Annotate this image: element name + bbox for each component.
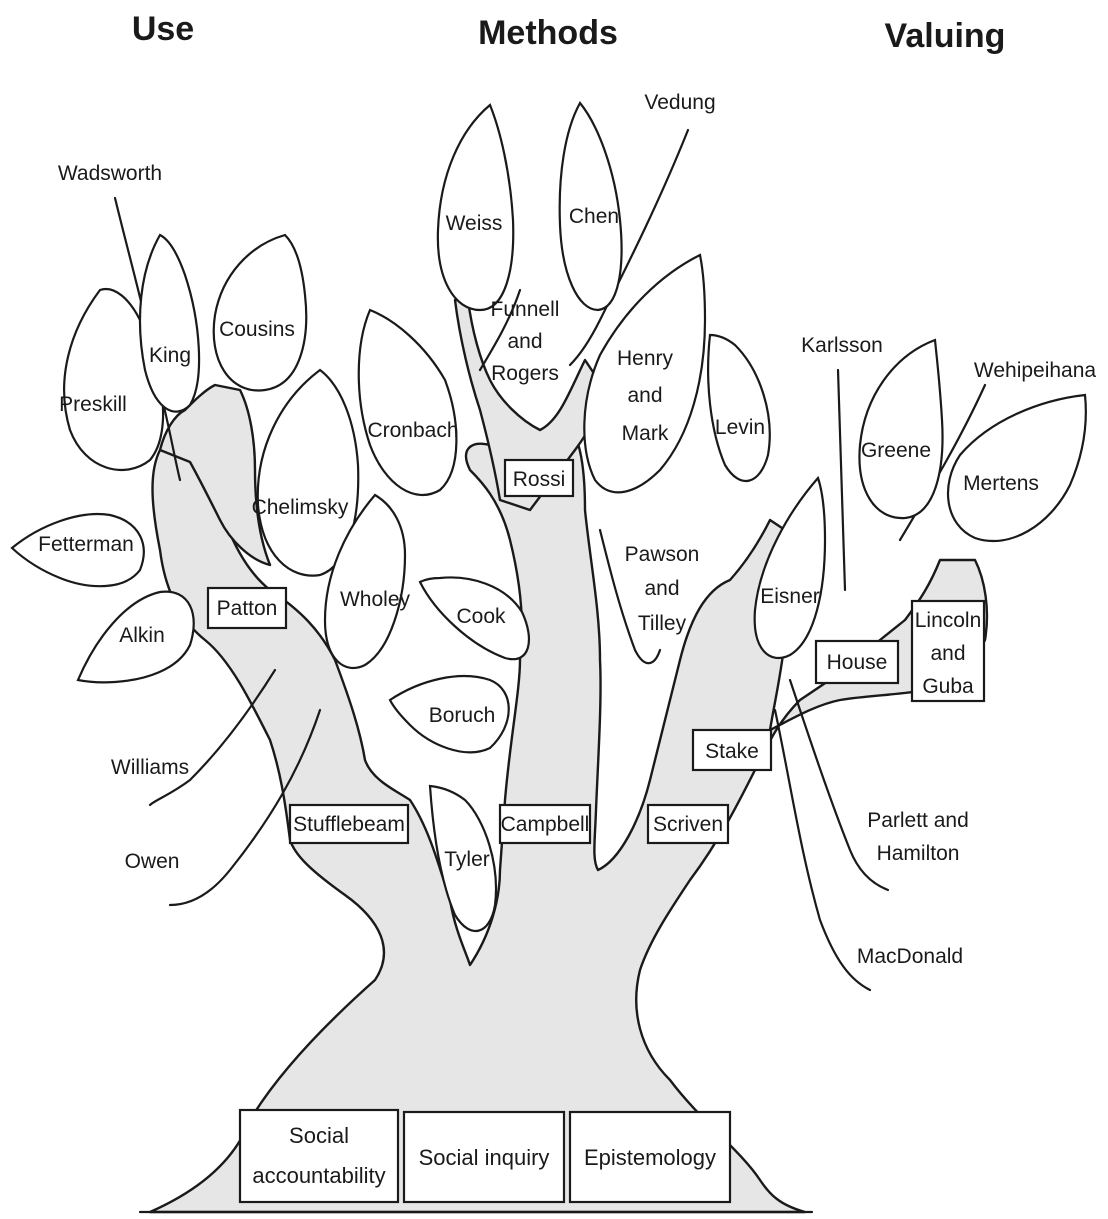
label-mertens: Mertens [963, 472, 1039, 495]
label-cousins: Cousins [219, 318, 295, 341]
label-funnell-rogers-1: Funnell [491, 298, 560, 321]
label-weiss: Weiss [446, 212, 503, 235]
box-campbell: Campbell [500, 805, 590, 843]
label-greene: Greene [861, 439, 931, 462]
label-social-inquiry: Social inquiry [419, 1145, 550, 1170]
header-methods: Methods [478, 14, 618, 52]
leaf-king [140, 235, 199, 412]
label-henry-mark-3: Mark [622, 422, 669, 445]
label-scriven: Scriven [653, 813, 723, 836]
root-social-accountability: Social accountability [240, 1110, 398, 1202]
box-house: House [816, 641, 898, 683]
label-social-accountability-2: accountability [252, 1163, 385, 1188]
leaf-cousins [214, 235, 307, 390]
header-valuing: Valuing [885, 17, 1006, 55]
label-preskill: Preskill [59, 393, 127, 416]
root-epistemology: Epistemology [570, 1112, 730, 1202]
label-lincoln-guba-1: Lincoln [915, 609, 982, 632]
label-campbell: Campbell [501, 813, 590, 836]
label-boruch: Boruch [429, 704, 496, 727]
label-henry-mark-1: Henry [617, 347, 674, 370]
box-stufflebeam: Stufflebeam [290, 805, 408, 843]
label-stake: Stake [705, 740, 759, 763]
label-rossi: Rossi [513, 468, 566, 491]
leaf-levin [708, 335, 770, 481]
label-social-accountability-1: Social [289, 1123, 349, 1148]
label-vedung: Vedung [644, 91, 715, 114]
leaf-eisner [755, 478, 825, 658]
label-fetterman: Fetterman [38, 533, 134, 556]
label-pawson-tilley-1: Pawson [625, 543, 700, 566]
box-patton: Patton [208, 588, 286, 628]
leaf-cronbach [359, 310, 457, 495]
label-parlett-hamilton-2: Hamilton [877, 842, 960, 865]
label-lincoln-guba-3: Guba [922, 675, 974, 698]
label-williams: Williams [111, 756, 189, 779]
label-eisner: Eisner [760, 585, 820, 608]
label-funnell-rogers-2: and [507, 330, 542, 353]
label-house: House [827, 651, 888, 674]
label-wehipeihana: Wehipeihana [974, 359, 1097, 382]
header-use: Use [132, 10, 194, 48]
label-alkin: Alkin [119, 624, 165, 647]
label-epistemology: Epistemology [584, 1145, 716, 1170]
label-chelimsky: Chelimsky [252, 496, 349, 519]
label-pawson-tilley-2: and [644, 577, 679, 600]
label-pawson-tilley-3: Tilley [638, 612, 687, 635]
label-henry-mark-2: and [627, 384, 662, 407]
label-cook: Cook [456, 605, 506, 628]
root-social-inquiry: Social inquiry [404, 1112, 564, 1202]
label-parlett-hamilton-1: Parlett and [867, 809, 969, 832]
label-tyler: Tyler [444, 848, 490, 871]
label-levin: Levin [715, 416, 765, 439]
label-karlsson: Karlsson [801, 334, 883, 357]
label-wholey: Wholey [340, 588, 411, 611]
label-chen: Chen [569, 205, 619, 228]
label-cronbach: Cronbach [367, 419, 458, 442]
label-king: King [149, 344, 191, 367]
box-scriven: Scriven [648, 805, 728, 843]
label-owen: Owen [125, 850, 180, 873]
label-lincoln-guba-2: and [930, 642, 965, 665]
box-stake: Stake [693, 730, 771, 770]
leaf-weiss [438, 105, 513, 310]
label-wadsworth: Wadsworth [58, 162, 162, 185]
box-lincoln-guba: Lincoln and Guba [912, 601, 984, 701]
label-stufflebeam: Stufflebeam [293, 813, 405, 836]
label-patton: Patton [217, 597, 278, 620]
label-funnell-rogers-3: Rogers [491, 362, 559, 385]
leaf-greene [859, 340, 942, 518]
box-rossi: Rossi [505, 460, 573, 496]
label-macdonald: MacDonald [857, 945, 963, 968]
